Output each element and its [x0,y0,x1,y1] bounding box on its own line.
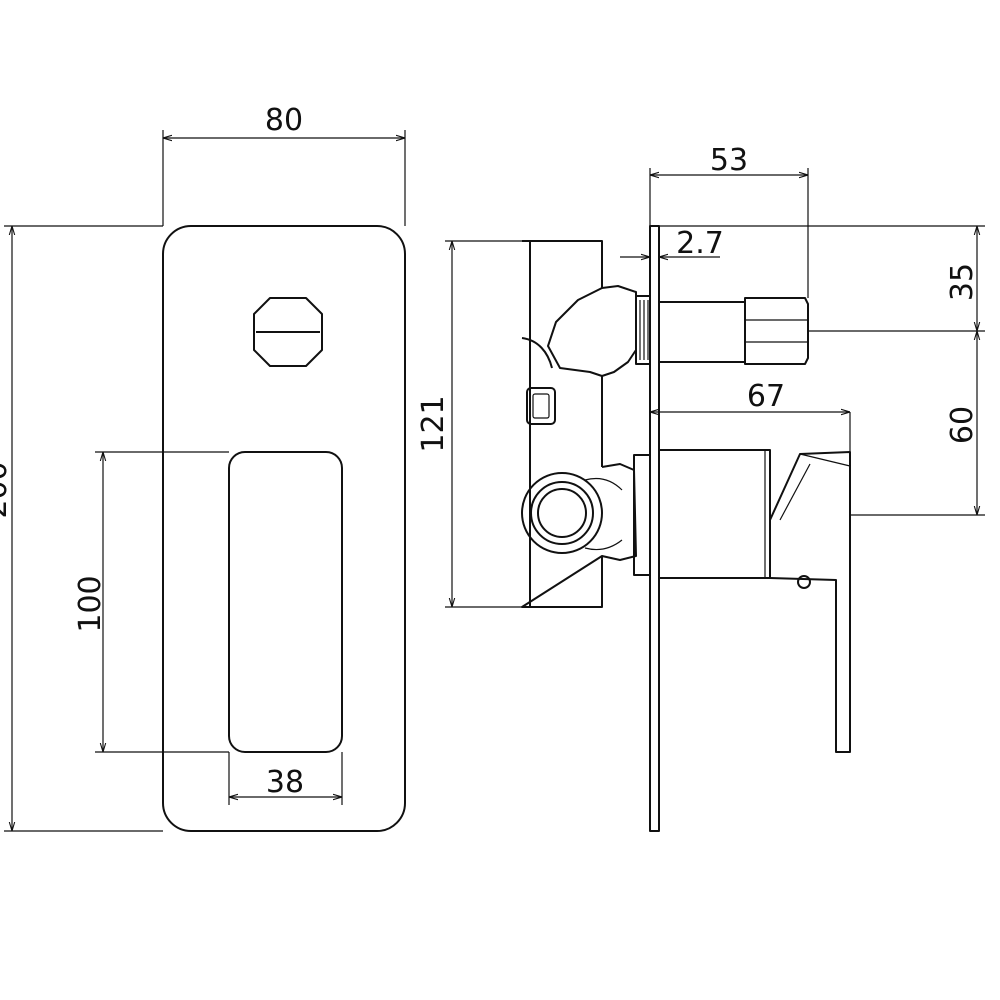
dimension-total-depth-label: 53 [710,143,748,178]
dimension-body-height: 121 [416,240,522,608]
lower-inlet-body [601,463,637,561]
dimension-width: 80 [162,103,406,226]
dimension-mid-offset-label: 60 [945,406,980,444]
dimension-mid-offset: 60 [850,331,985,516]
side-view: 53 2.7 121 67 35 [416,143,985,832]
lower-inlet-inner [537,488,587,538]
diverter-spindle [658,301,746,363]
dimension-total-depth: 53 [649,143,809,298]
lower-inlet-outer [521,472,603,554]
cartridge-housing [633,454,651,576]
diverter-knob [744,297,809,365]
dimension-plate-thickness: 2.7 [620,226,724,262]
lever-handle-outline [228,451,343,753]
upper-thread [635,295,651,365]
dimension-lever-height: 100 [73,451,229,753]
dimension-lever-height-label: 100 [73,575,108,632]
diverter-button-icon [253,297,323,367]
lower-inlet-ring [530,481,594,545]
side-port-window [526,387,556,425]
cover-plate-outline [162,225,406,832]
upper-outlet-curve [521,337,553,369]
dimension-lever-depth: 67 [650,379,851,452]
dimension-lever-width-label: 38 [266,765,304,800]
front-view: 80 200 100 38 [0,103,406,832]
dimension-top-offset: 35 [659,225,985,332]
valve-body-outline [521,240,603,608]
dimension-width-label: 80 [265,103,303,138]
dimension-plate-thickness-label: 2.7 [676,226,724,261]
lever-side-profile [769,451,851,753]
dimension-lever-depth-label: 67 [747,379,785,414]
lever-screw-icon [797,575,811,589]
dimension-height-label: 200 [0,461,14,518]
dimension-top-offset-label: 35 [945,263,980,301]
side-wall-plate [649,225,660,832]
dimension-body-height-label: 121 [416,395,451,452]
dimension-height: 200 [0,225,163,832]
upper-outlet-body [547,285,637,377]
lever-hub [658,449,771,579]
dimension-lever-width: 38 [228,752,343,805]
